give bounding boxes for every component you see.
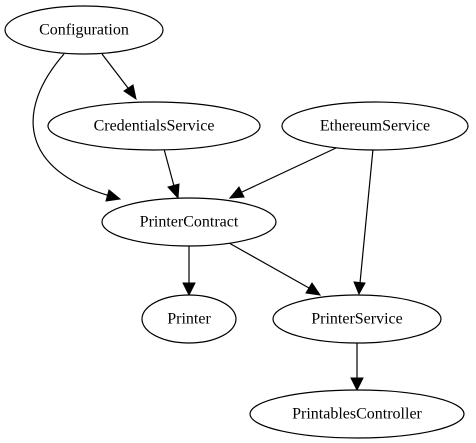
edge-head-printerservice-to-printables [350,377,364,392]
node-printer-service: PrinterService [272,294,442,344]
node-printer: Printer [141,294,237,344]
edge-head-ethereum-to-printercontract [228,186,245,199]
edge-head-configuration-to-printercontract [105,189,122,202]
node-shape-printer [141,294,237,344]
node-shape-printables-controller [249,389,465,439]
edge-head-credentials-to-printercontract [167,183,180,200]
node-shape-configuration [4,5,164,55]
node-shape-printer-service [272,294,442,344]
node-shape-credentials-service [47,101,261,151]
node-credentials-service: CredentialsService [47,101,261,151]
nodes-layer: Configuration CredentialsService Ethereu… [4,5,469,439]
node-label-printer: Printer [167,311,211,328]
node-shape-ethereum-service [281,101,469,151]
edge-configuration-to-printercontract [32,53,111,197]
edge-ethereum-to-printerservice [359,148,374,284]
edge-printercontract-to-printerservice [228,242,310,289]
edge-head-configuration-to-credentials [123,84,137,101]
node-label-configuration: Configuration [39,22,129,39]
node-label-ethereum-service: EthereumService [320,118,430,135]
edge-head-printercontract-to-printerservice [305,282,322,296]
edge-credentials-to-printercontract [163,148,175,187]
node-label-printer-service: PrinterService [311,311,403,328]
node-printables-controller: PrintablesController [249,389,465,439]
node-label-credentials-service: CredentialsService [94,118,215,135]
node-printer-contract: PrinterContract [101,197,277,247]
edge-head-ethereum-to-printerservice [353,281,366,296]
edge-ethereum-to-printercontract [241,147,337,193]
edge-configuration-to-credentials [101,53,129,89]
node-ethereum-service: EthereumService [281,101,469,151]
edge-head-printercontract-to-printer [182,282,196,297]
node-configuration: Configuration [4,5,164,55]
node-shape-printer-contract [101,197,277,247]
edges-layer [32,53,374,392]
node-label-printables-controller: PrintablesController [292,406,422,423]
node-label-printer-contract: PrinterContract [140,214,239,231]
